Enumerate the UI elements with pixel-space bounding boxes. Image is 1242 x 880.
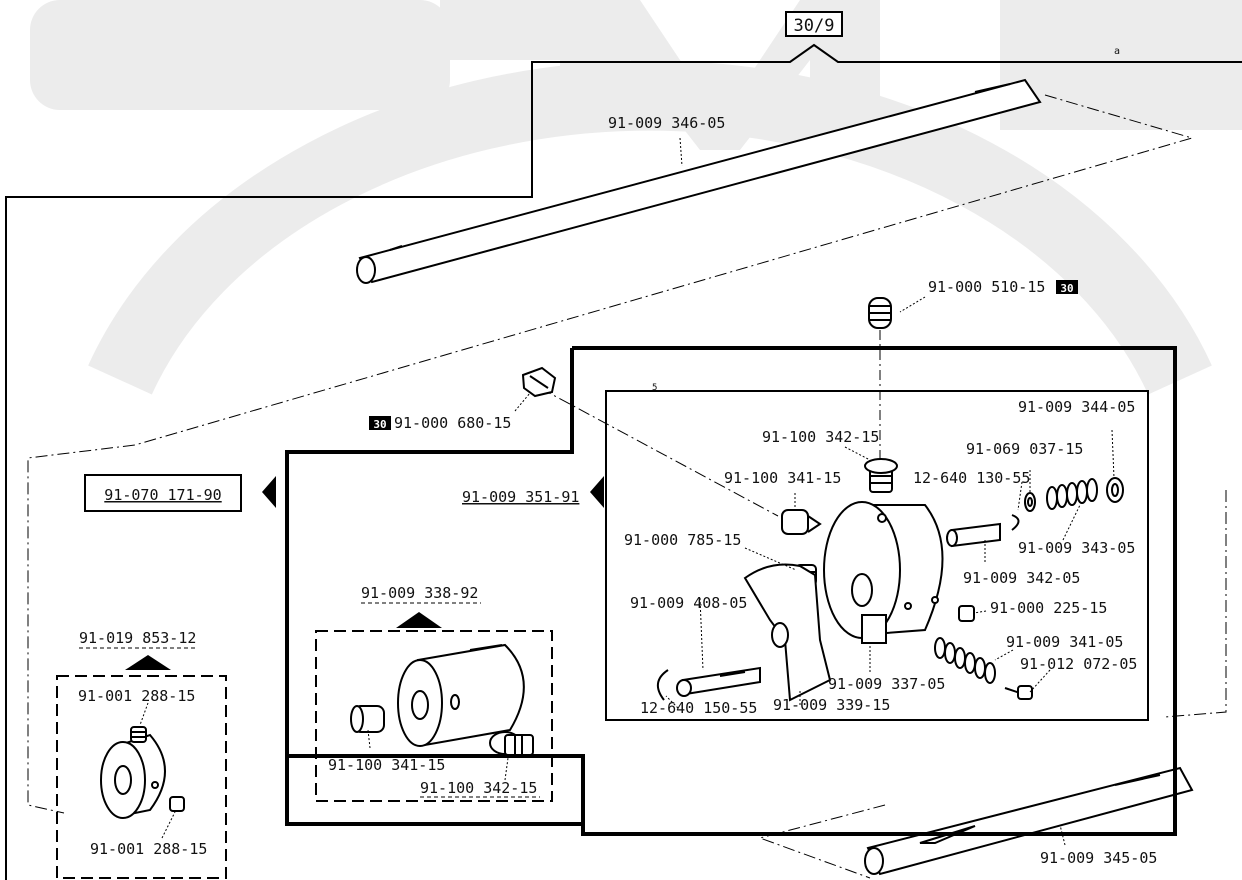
screw-left-drawing xyxy=(521,366,557,398)
part-label[interactable]: 91-001 288-15 xyxy=(78,687,195,705)
arrow-collar-unit-icon[interactable] xyxy=(125,655,171,670)
part-label[interactable]: 91-009 408-05 xyxy=(630,594,747,612)
collar-screw-top-drawing xyxy=(130,726,147,743)
part-label[interactable]: 91-100 341-15 xyxy=(724,469,841,487)
screw-225-drawing xyxy=(958,605,975,622)
ring-130-drawing xyxy=(1011,514,1020,531)
part-label[interactable]: 91-012 072-05 xyxy=(1020,655,1137,673)
collar-unit-box xyxy=(56,675,227,879)
part-label[interactable]: 91-069 037-15 xyxy=(966,440,1083,458)
part-label[interactable]: 91-009 341-05 xyxy=(1006,633,1123,651)
screw-top-drawing xyxy=(868,297,892,470)
spring-341-05-drawing xyxy=(934,637,996,684)
leader-lines xyxy=(139,137,1115,846)
ref-badge-icon[interactable]: 30 xyxy=(369,416,391,431)
page-ref-label: 30/9 xyxy=(794,16,835,36)
ref-badge-label: 30 xyxy=(1060,282,1073,295)
housing-unit-label[interactable]: 91-009 338-92 xyxy=(361,584,478,602)
ring-150-drawing xyxy=(657,669,669,701)
arrow-housing-unit-icon[interactable] xyxy=(396,612,442,628)
part-label[interactable]: 91-009 342-05 xyxy=(963,569,1080,587)
collar-unit-label[interactable]: 91-019 853-12 xyxy=(79,629,196,647)
cam-body-drawing xyxy=(823,501,944,644)
washer-069-drawing xyxy=(1024,492,1036,512)
part-label[interactable]: 91-100 342-15 xyxy=(762,428,879,446)
part-label[interactable]: 91-100 342-15 xyxy=(420,779,537,797)
assembly-guides xyxy=(27,94,1227,879)
part-label[interactable]: 91-009 339-15 xyxy=(773,696,890,714)
part-label[interactable]: 91-000 785-15 xyxy=(624,531,741,549)
main-assembly-box[interactable] xyxy=(84,474,242,512)
group-bracket-line xyxy=(5,43,1242,880)
corner-mark: a xyxy=(1114,46,1120,57)
housing-screw-a-drawing xyxy=(350,705,385,733)
part-label[interactable]: 91-100 341-15 xyxy=(328,756,445,774)
ref-badge-icon[interactable]: 30 xyxy=(1056,280,1078,295)
part-label[interactable]: 91-000 510-15 xyxy=(928,278,1045,296)
spring-343-drawing xyxy=(1046,478,1098,510)
part-label[interactable]: 91-000 225-15 xyxy=(990,599,1107,617)
arrow-main-icon[interactable] xyxy=(262,476,276,508)
housing-unit-box xyxy=(315,630,553,802)
part-label[interactable]: 91-001 288-15 xyxy=(90,840,207,858)
pin-408-drawing xyxy=(676,666,761,697)
part-label[interactable]: 91-009 343-05 xyxy=(1018,539,1135,557)
ref-badge-label: 30 xyxy=(373,418,386,431)
washer-344-drawing xyxy=(1106,477,1124,503)
part-label[interactable]: 91-009 344-05 xyxy=(1018,398,1135,416)
screw-341-drawing xyxy=(781,509,822,535)
main-assembly-label: 91-070 171-90 xyxy=(104,486,221,504)
part-label[interactable]: 91-009 337-05 xyxy=(828,675,945,693)
hook-unit-label[interactable]: 91-009 351-91 xyxy=(462,488,579,506)
part-label[interactable]: 91-009 346-05 xyxy=(608,114,725,132)
hook-lever-drawing xyxy=(743,563,832,702)
shaft-upper-drawing xyxy=(356,78,1042,284)
part-label[interactable]: 12-640 130-55 xyxy=(913,469,1030,487)
hook-unit-box xyxy=(605,390,1149,721)
page-ref-box[interactable]: 30/9 xyxy=(785,11,843,37)
pin-342-05-drawing xyxy=(946,522,1001,548)
part-label[interactable]: 91-009 345-05 xyxy=(1040,849,1157,867)
screw-342-drawing xyxy=(864,458,898,493)
housing-screw-b-drawing xyxy=(489,731,534,756)
arrow-hook-unit-icon[interactable] xyxy=(590,476,604,508)
collar-drawing xyxy=(100,733,166,819)
housing-drawing xyxy=(397,643,525,747)
collar-screw-bottom-drawing xyxy=(169,796,185,812)
sub-icon-mark: 5 xyxy=(652,383,657,393)
screw-072-drawing xyxy=(1004,685,1033,700)
watermark xyxy=(30,0,1242,395)
part-label[interactable]: 91-000 680-15 xyxy=(394,414,511,432)
part-label[interactable]: 12-640 150-55 xyxy=(640,699,757,717)
